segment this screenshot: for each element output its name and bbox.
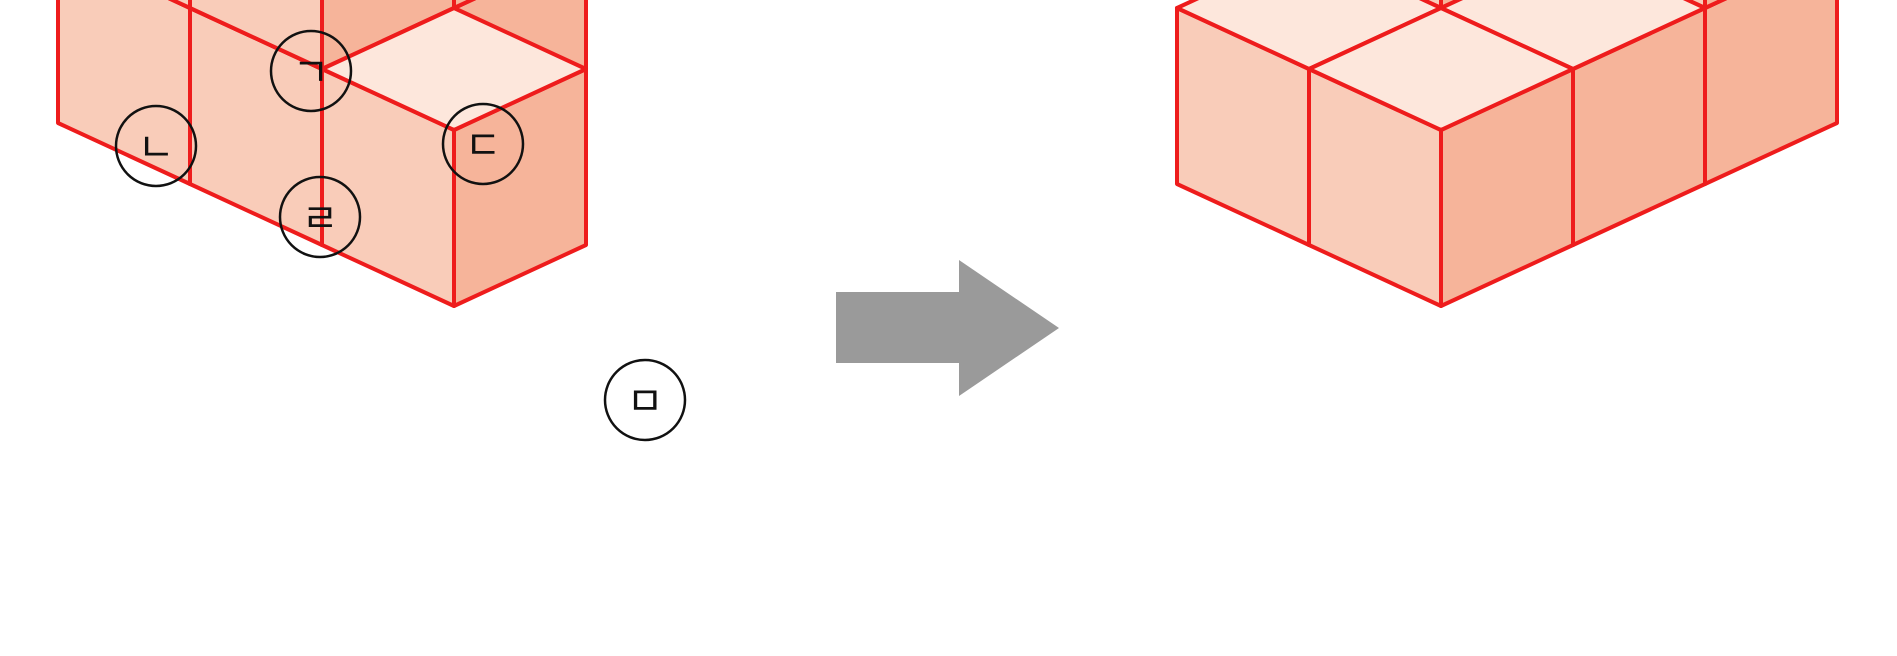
label-nieun-text: ㄴ xyxy=(138,125,175,171)
label-digeut-text: ㄷ xyxy=(465,123,502,169)
label-circle xyxy=(603,358,687,442)
label-nieun: ㄴ xyxy=(114,104,198,188)
label-circle xyxy=(278,175,362,259)
label-mieum: ㅁ xyxy=(603,358,687,442)
label-mieum-text: ㅁ xyxy=(627,379,664,425)
label-circle xyxy=(114,104,198,188)
before-cube-structure: ㄱ ㄴ ㄷ ㄹ ㅁ xyxy=(56,0,687,442)
label-giyeok-text: ㄱ xyxy=(293,50,330,96)
before-cubes xyxy=(56,0,588,308)
label-rieul: ㄹ xyxy=(278,175,362,259)
before-labels: ㄱ ㄴ ㄷ ㄹ ㅁ xyxy=(114,29,687,442)
cube-right-face xyxy=(1703,0,1839,186)
label-rieul-text: ㄹ xyxy=(302,196,339,242)
cube-top-face xyxy=(320,6,588,132)
right-arrow-icon xyxy=(836,260,1059,396)
after-cube-structure xyxy=(1175,0,1839,308)
label-digeut: ㄷ xyxy=(441,102,525,186)
after-cubes xyxy=(1175,0,1839,308)
label-giyeok: ㄱ xyxy=(269,29,353,113)
cube-top-face xyxy=(1307,6,1575,132)
label-circle xyxy=(441,102,525,186)
label-circle xyxy=(269,29,353,113)
